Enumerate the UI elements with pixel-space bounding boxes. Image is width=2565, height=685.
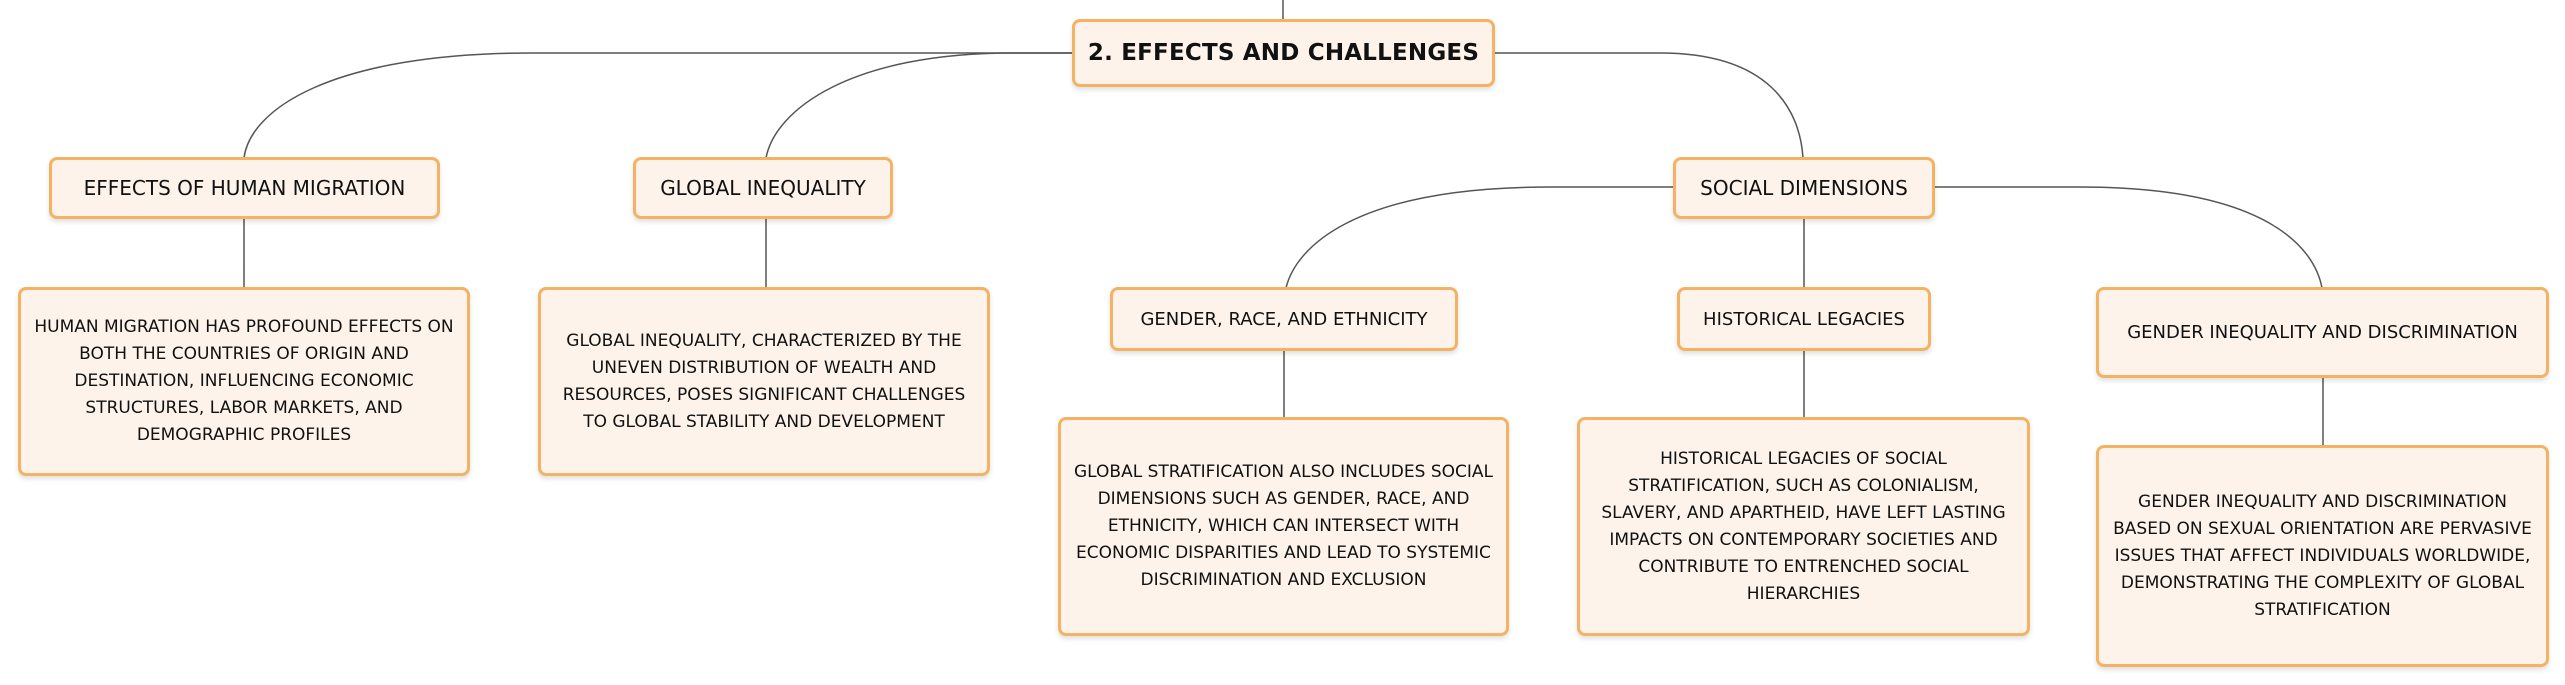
topic-effects-of-human-migration[interactable]: EFFECTS OF HUMAN MIGRATION bbox=[49, 157, 440, 219]
connector-root-to-inequality bbox=[765, 52, 1072, 159]
detail-text: HISTORICAL LEGACIES OF SOCIAL STRATIFICA… bbox=[1601, 448, 2006, 604]
connector-social-to-gender bbox=[1932, 186, 2323, 289]
topic-global-inequality[interactable]: GLOBAL INEQUALITY bbox=[633, 157, 893, 219]
topic-label: EFFECTS OF HUMAN MIGRATION bbox=[83, 176, 406, 200]
subtopic-historical-legacies[interactable]: HISTORICAL LEGACIES bbox=[1677, 287, 1931, 351]
topic-label: SOCIAL DIMENSIONS bbox=[1700, 176, 1908, 200]
topic-label: GLOBAL INEQUALITY bbox=[660, 176, 866, 200]
root-label: 2. EFFECTS AND CHALLENGES bbox=[1087, 40, 1480, 66]
detail-historical-legacies[interactable]: HISTORICAL LEGACIES OF SOCIAL STRATIFICA… bbox=[1577, 417, 2030, 636]
topic-social-dimensions[interactable]: SOCIAL DIMENSIONS bbox=[1673, 157, 1935, 219]
connector-root-to-migration bbox=[243, 52, 1072, 159]
detail-gender-inequality-discrimination[interactable]: GENDER INEQUALITY AND DISCRIMINATION BAS… bbox=[2096, 445, 2549, 667]
detail-text: GENDER INEQUALITY AND DISCRIMINATION BAS… bbox=[2113, 491, 2532, 620]
subtopic-label: GENDER, RACE, AND ETHNICITY bbox=[1140, 308, 1428, 330]
detail-gender-race-ethnicity[interactable]: GLOBAL STRATIFICATION ALSO INCLUDES SOCI… bbox=[1058, 417, 1509, 636]
subtopic-gender-race-ethnicity[interactable]: GENDER, RACE, AND ETHNICITY bbox=[1110, 287, 1458, 351]
subtopic-gender-inequality-discrimination[interactable]: GENDER INEQUALITY AND DISCRIMINATION bbox=[2096, 287, 2549, 378]
subtopic-label: GENDER INEQUALITY AND DISCRIMINATION bbox=[2127, 322, 2518, 343]
detail-text: GLOBAL STRATIFICATION ALSO INCLUDES SOCI… bbox=[1074, 462, 1493, 590]
connector-root-to-social bbox=[1495, 52, 1804, 159]
detail-text: GLOBAL INEQUALITY, CHARACTERIZED BY THE … bbox=[562, 330, 966, 432]
detail-global-inequality[interactable]: GLOBAL INEQUALITY, CHARACTERIZED BY THE … bbox=[538, 287, 990, 476]
detail-human-migration[interactable]: HUMAN MIGRATION HAS PROFOUND EFFECTS ON … bbox=[18, 287, 470, 476]
root-node[interactable]: 2. EFFECTS AND CHALLENGES bbox=[1072, 19, 1495, 87]
connector-social-to-gre bbox=[1285, 186, 1676, 289]
subtopic-label: HISTORICAL LEGACIES bbox=[1703, 308, 1905, 330]
detail-text: HUMAN MIGRATION HAS PROFOUND EFFECTS ON … bbox=[34, 317, 454, 445]
